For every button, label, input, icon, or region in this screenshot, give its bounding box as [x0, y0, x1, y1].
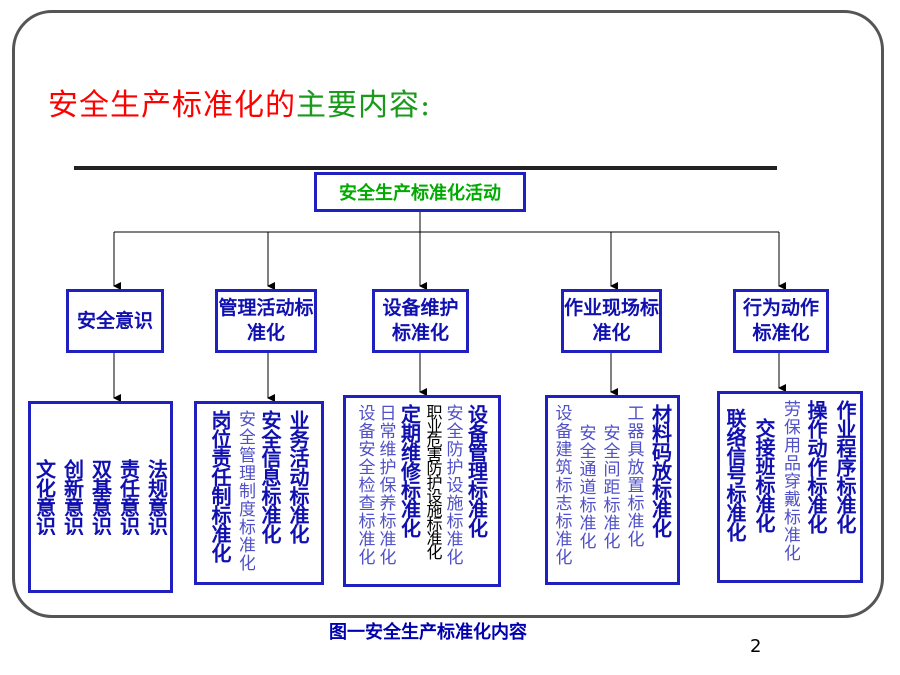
- leaf-4-item: 安全间距标准化: [599, 424, 620, 550]
- leaf-3-item: 设备安全检查标准化: [354, 404, 375, 566]
- leaf-4-item: 工器具放置标准化: [623, 404, 644, 548]
- figure-caption: 图一安全生产标准化内容: [329, 622, 527, 643]
- leaf-4-item: 设备建筑标志标准化: [551, 404, 572, 566]
- leaf-5-item: 联络信号标准化: [723, 408, 747, 541]
- leaf-5-item: 作业程序标准化: [833, 400, 857, 533]
- leaf-1-item: 双基意识: [88, 459, 113, 535]
- title-divider: [74, 166, 777, 170]
- leaf-1-item: 法规意识: [144, 459, 169, 535]
- leaf-2-item: 安全信息标准化: [258, 410, 282, 543]
- leaf-2-item: 岗位责任制标准化: [208, 410, 232, 562]
- slide-title: 安全生产标准化的主要内容:: [48, 80, 431, 124]
- leaf-box-5: 作业程序标准化 操作动作标准化 劳保用品穿戴标准化 交接班标准化 联络信号标准化: [717, 391, 863, 583]
- leaf-3-item: 定期维修标准化: [397, 404, 422, 537]
- leaf-4-item: 材料码放标准化: [648, 404, 673, 537]
- leaf-2-item: 安全管理制度标准化: [235, 410, 255, 572]
- category-management-activity: 管理活动标准化: [215, 289, 317, 353]
- title-part-green: 主要内容:: [296, 88, 432, 123]
- leaf-3-item: 设备管理标准化: [464, 404, 489, 537]
- leaf-3-item: 职业危害防护设施标准化: [423, 404, 442, 558]
- title-part-red: 安全生产标准化的: [48, 88, 296, 123]
- leaf-box-1: 法规意识 责任意识 双基意识 创新意识 文化意识: [28, 401, 173, 593]
- category-worksite: 作业现场标准化: [561, 289, 662, 353]
- leaf-box-4: 材料码放标准化 工器具放置标准化 安全间距标准化 安全通道标准化 设备建筑标志标…: [545, 395, 680, 585]
- slide-frame: [12, 10, 884, 618]
- leaf-1-item: 责任意识: [116, 459, 141, 535]
- leaf-1-item: 文化意识: [32, 459, 57, 535]
- leaf-5-item: 交接班标准化: [752, 418, 776, 532]
- leaf-box-3: 设备管理标准化 安全防护设施标准化 职业危害防护设施标准化 定期维修标准化 日常…: [343, 395, 501, 587]
- leaf-3-item: 安全防护设施标准化: [442, 404, 463, 566]
- leaf-5-item: 劳保用品穿戴标准化: [780, 400, 800, 562]
- leaf-4-item: 安全通道标准化: [575, 424, 596, 550]
- leaf-3-item: 日常维护保养标准化: [375, 404, 396, 566]
- leaf-1-item: 创新意识: [60, 459, 85, 535]
- leaf-2-item: 业务活动标准化: [286, 410, 310, 543]
- category-equipment-maintenance: 设备维护标准化: [372, 289, 469, 353]
- leaf-5-item: 操作动作标准化: [804, 400, 828, 533]
- leaf-box-2: 业务活动标准化 安全信息标准化 安全管理制度标准化 岗位责任制标准化: [194, 401, 324, 585]
- root-node: 安全生产标准化活动: [314, 172, 526, 212]
- category-safety-awareness: 安全意识: [66, 289, 164, 353]
- category-behavior: 行为动作标准化: [733, 289, 829, 353]
- page-number: 2: [750, 636, 762, 657]
